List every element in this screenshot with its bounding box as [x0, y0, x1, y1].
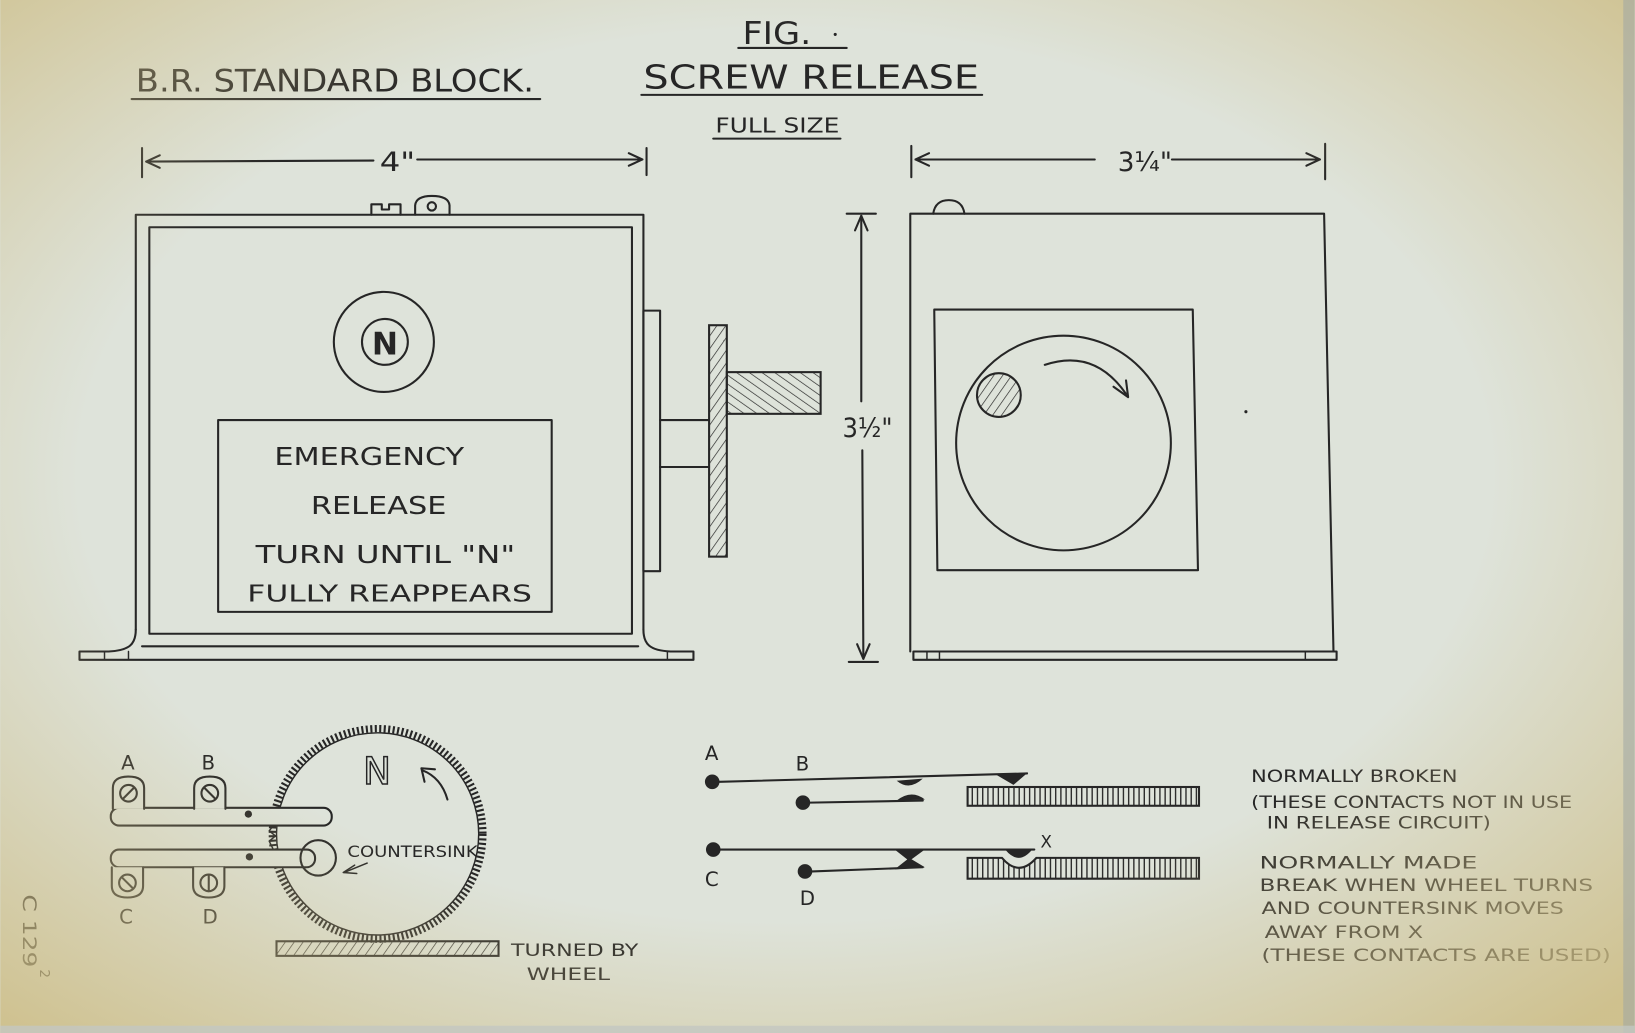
- lower-rack-with-countersink: [966, 856, 1201, 880]
- plate-line-2: RELEASE: [311, 491, 447, 520]
- plate-line-3: TURN UNTIL "N": [254, 540, 515, 569]
- lower-note-line-4: AWAY FROM X: [1265, 923, 1423, 942]
- countersink-label: COUNTERSINK: [347, 842, 478, 861]
- upper-note-line-3: IN RELEASE CIRCUIT): [1267, 814, 1491, 833]
- diagram-label-c: C: [705, 868, 719, 891]
- countersink-hole: [975, 372, 1022, 418]
- terminal-d-node: [797, 864, 813, 879]
- lower-note-line-1: NORMALLY MADE: [1259, 853, 1477, 872]
- diagram-label-a: A: [705, 742, 719, 765]
- assembly-label-c: C: [119, 906, 133, 929]
- page-edge-right: [1623, 0, 1635, 1033]
- lower-note-line-5: (THESE CONTACTS ARE USED): [1262, 946, 1611, 965]
- assembly-label-b: B: [201, 751, 215, 774]
- lower-note-line-2: BREAK WHEN WHEEL TURNS: [1259, 876, 1593, 895]
- plate-line-1: EMERGENCY: [274, 442, 465, 471]
- side-width-label: 3¼": [1118, 147, 1172, 178]
- reference-point-x: X: [1041, 832, 1052, 851]
- terminal-c-node: [705, 842, 721, 857]
- wheel-letter: N: [363, 749, 391, 793]
- upper-contact-bar: [109, 806, 333, 827]
- rack-note-line-2: WHEEL: [527, 965, 611, 984]
- release-boss-section: [725, 371, 822, 415]
- block-title: B.R. STANDARD BLOCK.: [136, 64, 534, 100]
- lower-contact-bar: [109, 848, 317, 869]
- ink-speck: [833, 32, 837, 36]
- terminal-a-node: [704, 774, 720, 790]
- margin-reference-superscript: 2: [36, 969, 52, 978]
- lower-note-line-3: AND COUNTERSINK MOVES: [1262, 899, 1564, 918]
- scale-note: FULL SIZE: [715, 113, 839, 137]
- ink-speck: [1244, 410, 1248, 414]
- margin-reference-code: C 129: [18, 894, 39, 967]
- assembly-label-a: A: [121, 751, 135, 774]
- release-title: SCREW RELEASE: [643, 58, 979, 97]
- assembly-label-d: D: [202, 906, 217, 929]
- indicator-letter: N: [372, 326, 398, 362]
- wheel-rack: [275, 940, 500, 957]
- diagram-label-d: D: [800, 887, 815, 910]
- upper-note-line-2: (THESE CONTACTS NOT IN USE: [1251, 793, 1572, 812]
- bar-rivet: [245, 853, 254, 861]
- page-edge-bottom: [0, 1025, 1635, 1033]
- terminal-b-node: [795, 795, 811, 810]
- bar-rivet: [244, 810, 253, 818]
- fig-label: FIG.: [742, 16, 811, 52]
- front-width-label: 4": [380, 147, 415, 178]
- diagram-label-b: B: [796, 752, 810, 775]
- rack-note-line-1: TURNED BY: [510, 941, 640, 960]
- upper-rack: [966, 785, 1201, 807]
- height-label: 3½": [843, 413, 893, 444]
- release-disc-section: [708, 324, 728, 558]
- plate-line-4: FULLY REAPPEARS: [247, 581, 532, 607]
- upper-note-line-1: NORMALLY BROKEN: [1251, 767, 1457, 786]
